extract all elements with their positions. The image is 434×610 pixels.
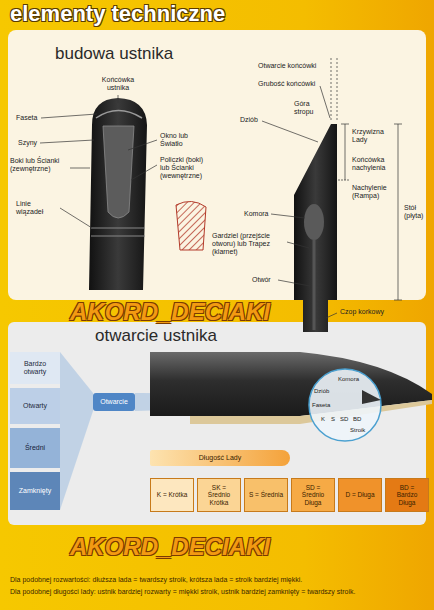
length-box: S = Średnia [244, 478, 288, 512]
bracket-tick [394, 300, 402, 301]
node-text: Bardzo otwarty [13, 360, 57, 376]
part-label: Góra stropu [294, 100, 318, 116]
band-box: Otwarty [10, 388, 60, 424]
mouthpiece-side [294, 124, 337, 332]
node-text: Otwarty [23, 402, 47, 410]
part-label: Dla podobnej rozwartości: dłuższa lada =… [10, 576, 302, 584]
leader-line [128, 140, 157, 150]
part-label: Dziób [314, 388, 329, 395]
leader-line [287, 242, 309, 248]
perspective-wedge [60, 352, 93, 510]
length-box: D = Długa [338, 478, 382, 512]
node-text: Długość Lady [199, 454, 241, 462]
section-heading: budowa ustnika [55, 44, 173, 64]
mouthpiece-front [89, 98, 147, 290]
part-label: Szyny [18, 139, 37, 147]
part-label: Faseta [312, 402, 330, 409]
bracket-tick [341, 124, 349, 125]
part-label: Linie wiązadeł [16, 200, 58, 216]
part-label: BD [353, 416, 361, 423]
part-label: Boki lub Ścianki (zewnętrzne) [10, 157, 68, 173]
bracket-tick [394, 124, 402, 125]
zoom-tip [362, 390, 381, 404]
band-box: Średni [10, 428, 60, 468]
node-text: K = Krótka [157, 491, 188, 498]
bracket-tick [338, 180, 349, 181]
length-bar: Długość Lady [150, 450, 290, 466]
part-label: Nachylenie (Rampa) [352, 184, 394, 200]
band-box: Zamknięty [10, 472, 60, 510]
part-label: S [331, 416, 335, 423]
part-label: Końcówka ustnika [92, 76, 144, 92]
leader-line [320, 86, 330, 118]
part-label: Czop korkowy [340, 308, 384, 316]
ligature-line [91, 228, 145, 229]
leader-line [262, 121, 318, 142]
part-label: SD [340, 416, 348, 423]
facing-rim [96, 111, 142, 119]
leader-line [40, 140, 94, 143]
part-label: Otwarcie końcówki [258, 62, 316, 70]
node-text: S = Średnia [249, 491, 283, 498]
dashed-line [331, 58, 332, 122]
part-label: Grubość końcówki [258, 80, 315, 88]
length-box: BD = Bardzo Długa [385, 478, 429, 512]
length-box: SK = Średnio Krótka [197, 478, 241, 512]
opening-arrow: Otwarcie [93, 393, 135, 411]
part-label: Okno lub Światło [160, 132, 198, 148]
chamber [304, 204, 324, 240]
part-label: Krzywizna Lady [352, 128, 394, 144]
part-label: Otwór [252, 276, 271, 284]
part-label: Policzki (boki) lub Ścianki (wewnętrzne) [160, 156, 206, 180]
section-heading: otwarcie ustnika [95, 326, 217, 346]
node-text: SD = Średnio Długa [295, 484, 331, 506]
bore [313, 240, 316, 330]
leader-line [278, 280, 310, 286]
leader-line [118, 95, 119, 103]
node-text: SK = Średnio Krótka [201, 484, 237, 506]
length-box: K = Krótka [150, 478, 194, 512]
band-box: Bardzo otwarty [10, 352, 60, 384]
length-box: SD = Średnio Długa [291, 478, 335, 512]
part-label: Końcówka nachylenia [352, 156, 394, 172]
ligature-line [91, 236, 145, 237]
part-label: Komora [244, 210, 269, 218]
part-label: Faseta [16, 114, 37, 122]
window [103, 126, 134, 218]
watermark: AKORD_DECIAKI [70, 533, 270, 561]
part-label: Stroik [350, 427, 365, 434]
leader-line [131, 165, 157, 180]
page-title: elementy techniczne [10, 1, 225, 27]
leader-line [60, 208, 92, 228]
part-label: Komora [338, 376, 359, 383]
part-label: Stół (płyta) [404, 204, 432, 220]
bracket [345, 124, 346, 180]
leader-line [70, 168, 90, 169]
leader-line [326, 313, 337, 318]
part-label: Dla podobnej długości lady: ustnik bardz… [10, 588, 355, 596]
node-text: Zamknięty [19, 487, 51, 495]
part-label: K [321, 416, 325, 423]
top-panel [8, 30, 426, 300]
node-text: Średni [25, 444, 45, 452]
node-text: Otwarcie [100, 398, 128, 406]
leader-line [41, 114, 97, 118]
dashed-line [337, 58, 338, 122]
part-label: Dziób [240, 116, 258, 124]
node-text: BD = Bardzo Długa [389, 484, 425, 506]
zoom-circle [309, 369, 381, 441]
watermark: AKORD_DECIAKI [70, 298, 270, 326]
cross-section [176, 201, 206, 250]
leader-line [271, 214, 305, 218]
node-text: D = Długa [345, 491, 374, 498]
dimension-lines [262, 58, 402, 318]
part-label: Gardziel (przejście otworu) lub Trapez (… [212, 232, 284, 256]
bracket [398, 124, 399, 300]
